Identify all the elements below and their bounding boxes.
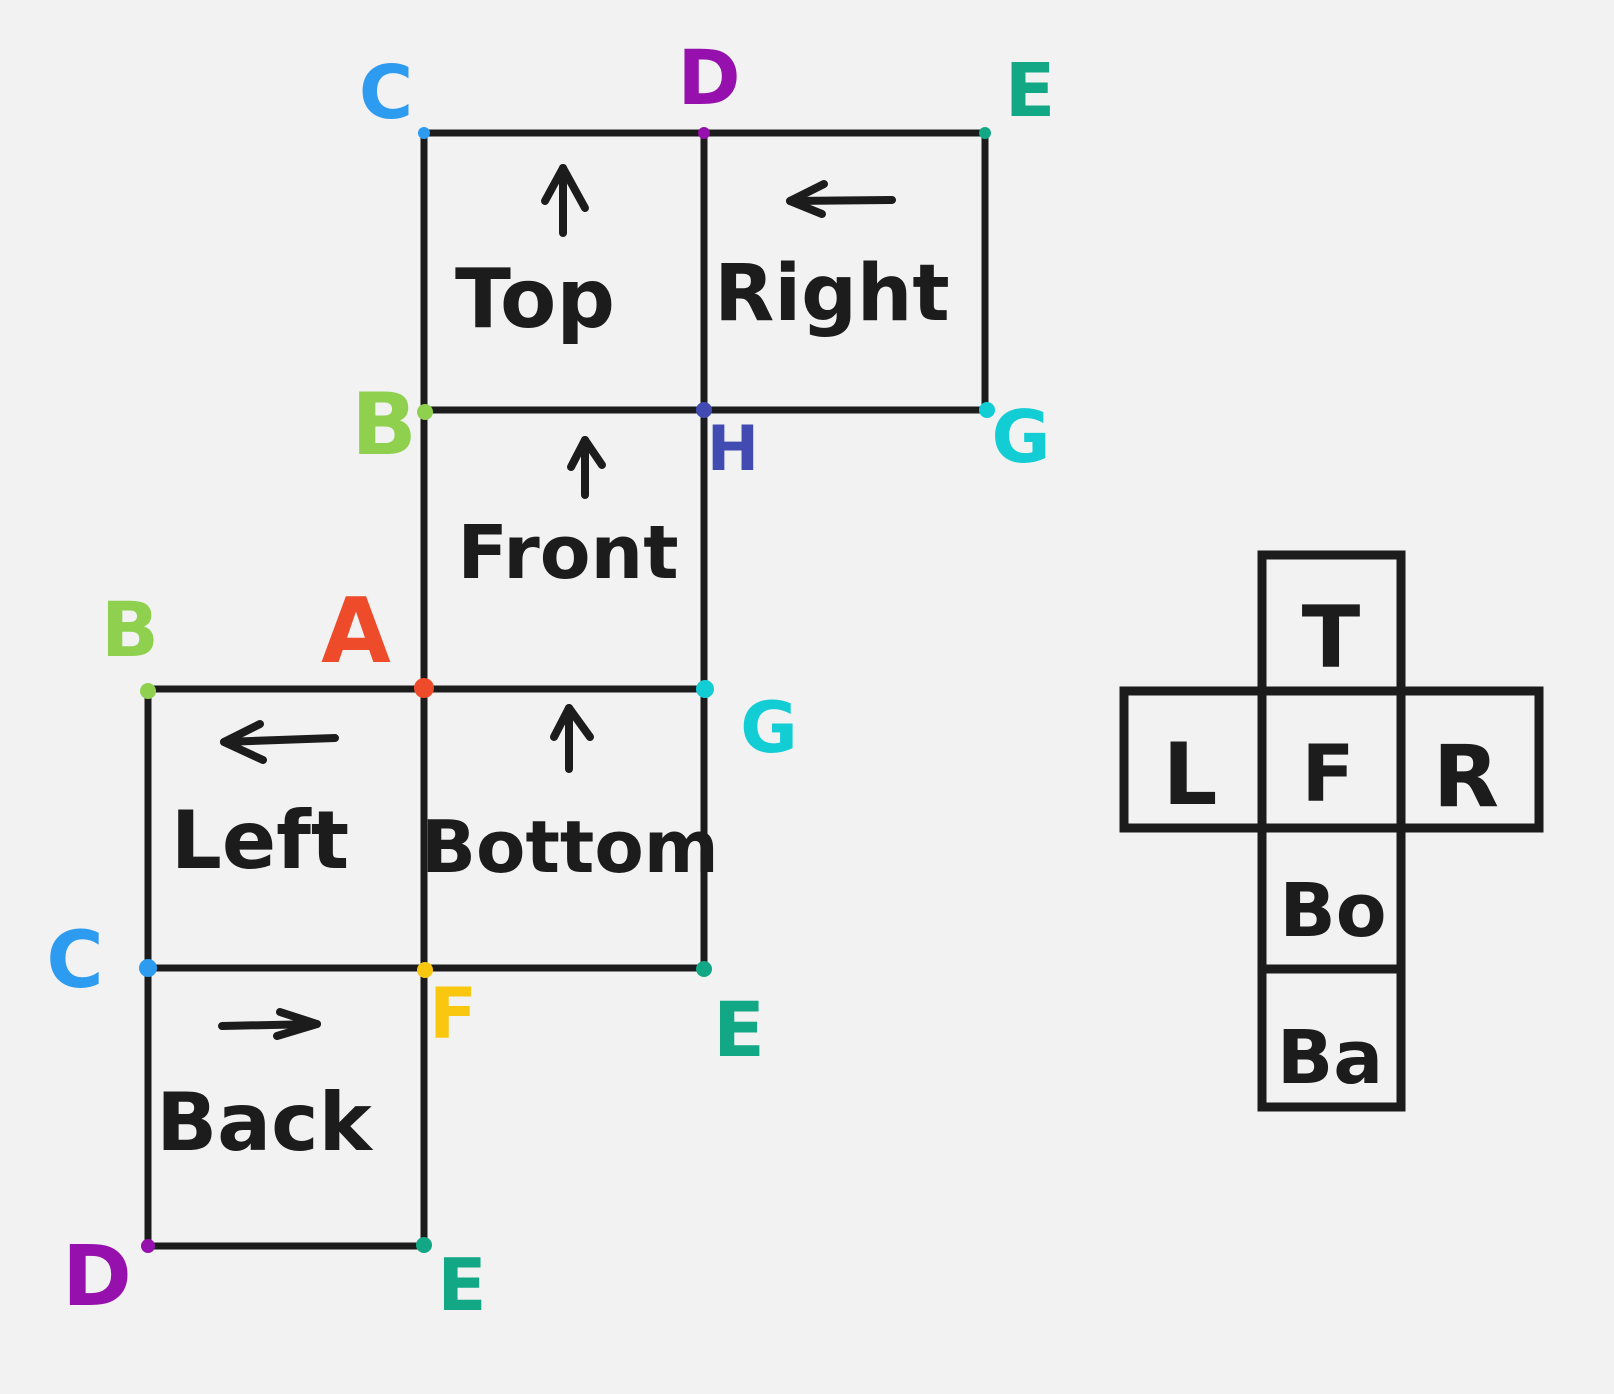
vertex-dot-b1 bbox=[417, 404, 433, 420]
cross-label-left: L bbox=[1163, 725, 1218, 825]
vertex-label-c1: C bbox=[359, 50, 413, 136]
cross-label-front: F bbox=[1301, 730, 1354, 820]
vertex-label-b1: B bbox=[351, 375, 417, 475]
face-label-bottom: Bottom bbox=[421, 805, 719, 889]
vertex-label-e3: E bbox=[437, 1243, 486, 1327]
cross-label-bottom: Bo bbox=[1279, 868, 1386, 954]
vertex-label-d1: D bbox=[677, 33, 740, 122]
face-label-right: Right bbox=[714, 249, 949, 339]
vertex-dots bbox=[139, 127, 995, 1253]
vertex-dot-g2 bbox=[696, 680, 714, 698]
vertex-label-h: H bbox=[707, 412, 759, 485]
vertex-label-d2: D bbox=[62, 1227, 132, 1325]
vertex-label-b2: B bbox=[101, 585, 159, 674]
cross-label-top: T bbox=[1302, 588, 1361, 688]
vertex-label-c2: C bbox=[46, 916, 103, 1006]
cross-label-back: Ba bbox=[1277, 1015, 1383, 1101]
left-arrow-left-icon bbox=[220, 720, 339, 764]
bottom-arrow-up-icon bbox=[550, 704, 594, 773]
vertex-dot-c1 bbox=[418, 127, 430, 139]
net-face-labels: Top Right Front Left Bottom Back bbox=[156, 249, 950, 1169]
vertex-label-f: F bbox=[429, 973, 477, 1055]
cross-label-right: R bbox=[1433, 727, 1499, 827]
vertex-label-g1: G bbox=[991, 395, 1050, 479]
front-arrow-up-icon bbox=[567, 436, 606, 499]
vertex-dot-e2 bbox=[696, 961, 712, 977]
vertex-dot-d1 bbox=[698, 127, 710, 139]
vertex-dot-a bbox=[414, 678, 434, 698]
cross-net: T L F R Bo Ba bbox=[1119, 550, 1544, 1112]
vertex-dot-d2 bbox=[141, 1239, 155, 1253]
direction-arrows bbox=[218, 164, 896, 1040]
vertex-label-a: A bbox=[321, 579, 391, 684]
vertex-dot-g1 bbox=[979, 402, 995, 418]
back-arrow-right-icon bbox=[218, 1008, 321, 1040]
vertex-dot-b2 bbox=[140, 683, 156, 699]
face-label-top: Top bbox=[455, 252, 615, 347]
vertex-label-e2: E bbox=[713, 985, 765, 1074]
face-label-back: Back bbox=[156, 1076, 373, 1169]
face-label-front: Front bbox=[457, 510, 678, 596]
vertex-dot-e1 bbox=[979, 127, 991, 139]
right-arrow-left-icon bbox=[786, 180, 896, 218]
face-label-left: Left bbox=[171, 794, 349, 887]
vertex-dot-e3 bbox=[416, 1237, 432, 1253]
vertex-labels: C D E B H G B A G C F E D E bbox=[46, 33, 1055, 1327]
vertex-label-g2: G bbox=[740, 687, 797, 769]
vertex-dot-f bbox=[417, 962, 433, 978]
vertex-label-e1: E bbox=[1005, 48, 1056, 134]
vertex-dot-c2 bbox=[139, 959, 157, 977]
top-arrow-up-icon bbox=[541, 164, 589, 237]
cross-grid bbox=[1119, 550, 1544, 1112]
vertex-dot-h bbox=[696, 402, 712, 418]
